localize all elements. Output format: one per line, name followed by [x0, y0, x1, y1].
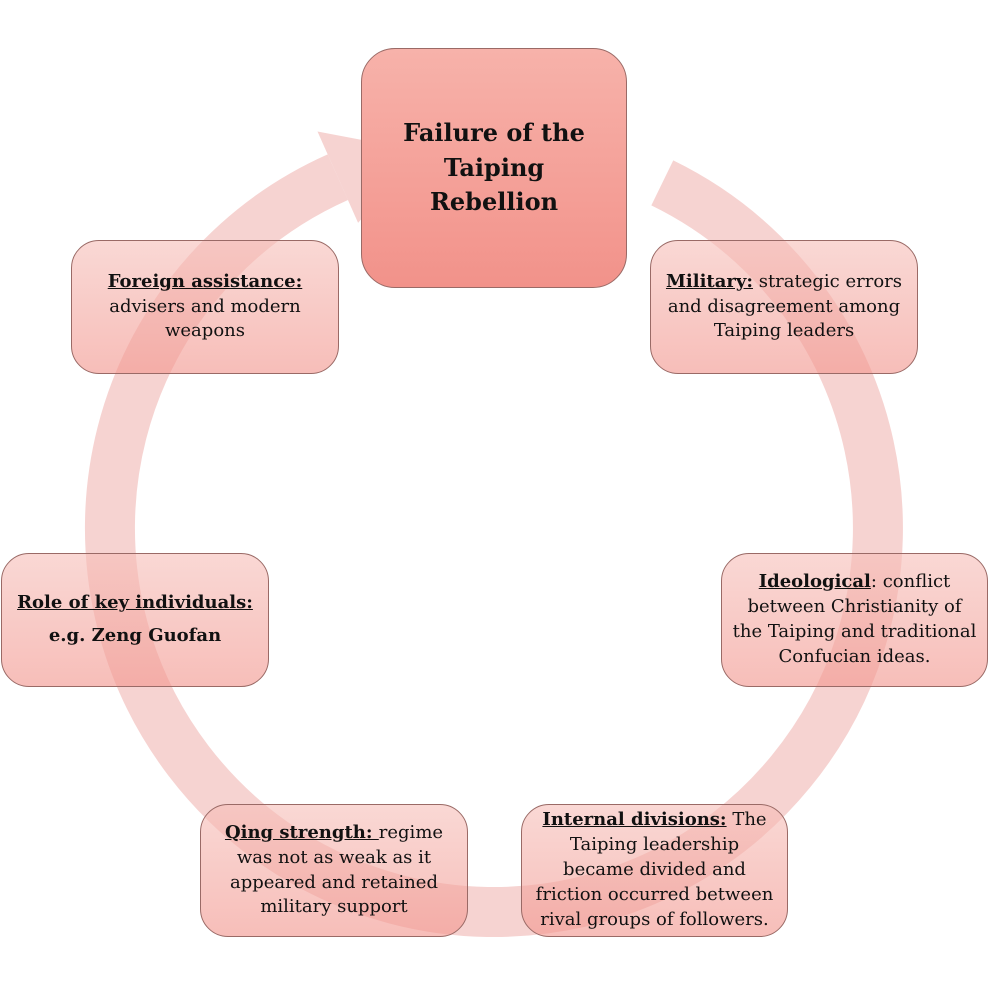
ideological-heading: Ideological [758, 571, 871, 593]
individuals-heading: Role of key individuals: [17, 592, 253, 614]
military-heading: Military: [665, 270, 753, 292]
foreign-text: advisers and modern weapons [109, 295, 301, 342]
node-qing-strength: Qing strength: regime was not as weak as… [200, 804, 468, 937]
node-key-individuals: Role of key individuals: e.g. Zeng Guofa… [1, 553, 269, 687]
central-node-title: Failure of the Taiping Rebellion [403, 117, 585, 217]
qing-text: regime was not as weak as it appeared an… [230, 821, 444, 918]
military-text: strategic errors and disagreement among … [667, 270, 903, 342]
individuals-text: e.g. Zeng Guofan [48, 625, 222, 646]
node-foreign-assistance: Foreign assistance: advisers and modern … [71, 240, 339, 374]
internal-text: The Taiping leadership became divided an… [535, 809, 774, 930]
central-node-failure: Failure of the Taiping Rebellion [361, 48, 627, 288]
foreign-heading: Foreign assistance: [107, 270, 303, 292]
cycle-arrow-body [84, 154, 903, 937]
node-military: Military: strategic errors and disagreem… [650, 240, 918, 374]
qing-heading: Qing strength: [224, 821, 379, 843]
node-internal-divisions: Internal divisions: The Taiping leadersh… [521, 804, 788, 937]
internal-heading: Internal divisions: [542, 809, 727, 831]
ideological-text: : conflict between Christianity of the T… [732, 571, 977, 667]
node-ideological: Ideological: conflict between Christiani… [721, 553, 988, 687]
